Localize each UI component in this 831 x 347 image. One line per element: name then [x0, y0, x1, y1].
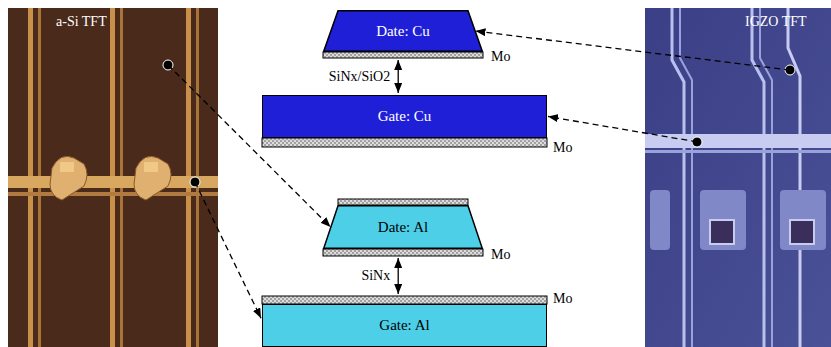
mo-layer [338, 199, 468, 205]
electrode-trapezoid: Date: Al [323, 205, 483, 249]
electrode-layer: Gate: Cu [262, 95, 547, 138]
pointer-arrow [168, 65, 330, 227]
igzo-micrograph [645, 8, 831, 347]
thickness-arrow [398, 258, 399, 294]
layer-name: Date: Cu [376, 23, 430, 40]
layer-label: Mo [491, 248, 510, 262]
mo-layer [262, 138, 547, 147]
panel-title: IGZO TFT [745, 14, 807, 30]
mo-layer [323, 249, 483, 256]
layer-label: Mo [491, 50, 510, 64]
micrograph-panel: a-Si TFT [8, 8, 218, 347]
mo-layer [323, 52, 483, 58]
panel-title: a-Si TFT [56, 14, 107, 30]
micrograph-panel: IGZO TFT [645, 8, 831, 347]
thickness-arrow [398, 60, 399, 93]
layer-name: Date: Al [378, 219, 428, 236]
asi-micrograph [8, 8, 218, 347]
pointer-arrow [475, 31, 790, 70]
electrode-layer: Gate: Al [262, 304, 547, 347]
dielectric-label: SiNx/SiO2 [329, 70, 390, 84]
layer-name: Gate: Al [379, 317, 429, 334]
dielectric-label: SiNx [361, 269, 390, 283]
layer-label: Mo [553, 292, 572, 306]
layer-name: Gate: Cu [378, 108, 432, 125]
pointer-arrow [195, 182, 261, 318]
electrode-trapezoid: Date: Cu [323, 10, 483, 52]
pointer-arrow [548, 117, 697, 142]
layer-label: Mo [553, 141, 572, 155]
mo-layer [262, 296, 547, 304]
